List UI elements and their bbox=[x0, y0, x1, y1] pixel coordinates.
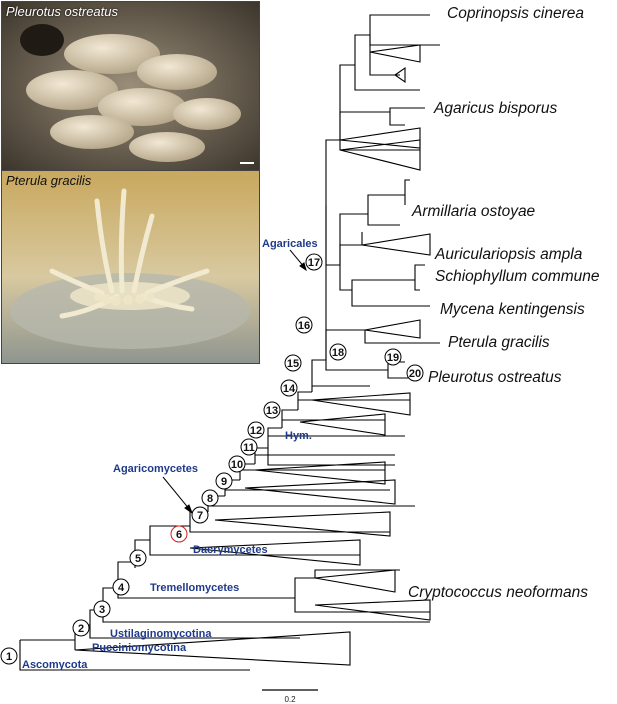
node-marker-10: 10 bbox=[228, 455, 246, 473]
photo-pterula: Pterula gracilis bbox=[1, 170, 260, 364]
tree-branches bbox=[19, 14, 440, 671]
clade-labels: Agaricales Agaricomycetes Hym. Dacrymyce… bbox=[22, 238, 318, 671]
node-number-15: 15 bbox=[287, 358, 299, 370]
node-circle-18 bbox=[329, 343, 347, 361]
species-labels: Coprinopsis cinerea Agaricus bisporus Ar… bbox=[408, 5, 600, 601]
node-number-4: 4 bbox=[118, 582, 125, 594]
pleurotus-photo-illustration bbox=[2, 2, 259, 170]
clade-label-ascomycota: Ascomycota bbox=[22, 659, 88, 671]
node-circle-16 bbox=[295, 316, 313, 334]
node-number-19: 19 bbox=[387, 352, 399, 364]
species-label-schiophyllum: Schiophyllum commune bbox=[435, 268, 600, 285]
photo-pleurotus: Pleurotus ostreatus bbox=[1, 1, 260, 171]
node-circle-12 bbox=[247, 421, 265, 439]
node-marker-1: 1 bbox=[0, 647, 18, 665]
node-number-18: 18 bbox=[332, 347, 344, 359]
node-number-17: 17 bbox=[308, 257, 320, 269]
species-label-mycena: Mycena kentingensis bbox=[440, 301, 585, 318]
node-marker-20: 20 bbox=[406, 364, 424, 382]
node-number-20: 20 bbox=[409, 368, 421, 380]
node-number-3: 3 bbox=[99, 604, 105, 616]
clade-label-ustilaginomycotina: Ustilaginomycotina bbox=[110, 628, 212, 640]
node-marker-6: 6 bbox=[170, 525, 188, 543]
photo-label-pterula: Pterula gracilis bbox=[6, 173, 92, 188]
node-number-9: 9 bbox=[221, 476, 227, 488]
node-marker-16: 16 bbox=[295, 316, 313, 334]
node-circle-15 bbox=[284, 354, 302, 372]
node-marker-3: 3 bbox=[93, 600, 111, 618]
scale-bar: 0.2 bbox=[262, 689, 318, 704]
node-circle-10 bbox=[228, 455, 246, 473]
node-marker-5: 5 bbox=[129, 549, 147, 567]
node-number-11: 11 bbox=[243, 442, 255, 454]
species-label-pleurotus: Pleurotus ostreatus bbox=[428, 369, 562, 386]
node-number-2: 2 bbox=[78, 623, 84, 635]
node-number-1: 1 bbox=[6, 651, 12, 663]
node-circle-2 bbox=[72, 619, 90, 637]
clade-label-tremellomycetes: Tremellomycetes bbox=[150, 582, 239, 594]
species-label-pterula: Pterula gracilis bbox=[448, 334, 550, 351]
node-marker-7: 7 bbox=[191, 506, 209, 524]
clade-label-dacrymycetes: Dacrymycetes bbox=[193, 544, 268, 556]
node-marker-8: 8 bbox=[201, 489, 219, 507]
node-number-10: 10 bbox=[231, 459, 243, 471]
pointer-arrows bbox=[162, 249, 307, 515]
node-circle-20 bbox=[406, 364, 424, 382]
node-circle-8 bbox=[201, 489, 219, 507]
species-label-auriculariopsis: Auriculariopsis ampla bbox=[434, 246, 583, 263]
clade-label-agaricomycetes: Agaricomycetes bbox=[113, 463, 198, 475]
node-circle-3 bbox=[93, 600, 111, 618]
node-circle-5 bbox=[129, 549, 147, 567]
node-number-8: 8 bbox=[207, 493, 213, 505]
pterula-photo-illustration bbox=[2, 171, 259, 363]
node-marker-9: 9 bbox=[215, 472, 233, 490]
node-circle-1 bbox=[0, 647, 18, 665]
clade-label-agaricales: Agaricales bbox=[262, 238, 318, 250]
photo-label-pleurotus: Pleurotus ostreatus bbox=[6, 4, 119, 19]
node-number-5: 5 bbox=[135, 553, 141, 565]
node-number-6: 6 bbox=[176, 529, 182, 541]
node-number-12: 12 bbox=[250, 425, 262, 437]
node-marker-15: 15 bbox=[284, 354, 302, 372]
clade-label-pucciniomycotina: Pucciniomycotina bbox=[92, 642, 187, 654]
node-marker-19: 19 bbox=[384, 348, 402, 366]
species-label-armillaria: Armillaria ostoyae bbox=[411, 203, 536, 220]
node-marker-11: 11 bbox=[240, 438, 258, 456]
species-label-cryptococcus: Cryptococcus neoformans bbox=[408, 584, 588, 601]
node-number-7: 7 bbox=[197, 510, 203, 522]
node-circle-6 bbox=[170, 525, 188, 543]
species-label-agaricus: Agaricus bisporus bbox=[433, 100, 557, 117]
node-marker-12: 12 bbox=[247, 421, 265, 439]
node-marker-18: 18 bbox=[329, 343, 347, 361]
node-circle-7 bbox=[191, 506, 209, 524]
node-marker-14: 14 bbox=[280, 379, 298, 397]
node-number-16: 16 bbox=[298, 320, 310, 332]
node-marker-2: 2 bbox=[72, 619, 90, 637]
clade-label-hym: Hym. bbox=[285, 430, 312, 442]
node-marker-13: 13 bbox=[263, 401, 281, 419]
scale-bar-label: 0.2 bbox=[284, 695, 296, 704]
node-marker-17: 17 bbox=[305, 253, 323, 271]
node-circle-17 bbox=[305, 253, 323, 271]
node-number-13: 13 bbox=[266, 405, 278, 417]
node-circle-9 bbox=[215, 472, 233, 490]
node-circle-14 bbox=[280, 379, 298, 397]
node-circle-4 bbox=[112, 578, 130, 596]
node-circle-13 bbox=[263, 401, 281, 419]
node-circle-11 bbox=[240, 438, 258, 456]
species-label-coprinopsis: Coprinopsis cinerea bbox=[447, 5, 584, 22]
node-circle-19 bbox=[384, 348, 402, 366]
node-number-14: 14 bbox=[283, 383, 296, 395]
node-marker-4: 4 bbox=[112, 578, 130, 596]
